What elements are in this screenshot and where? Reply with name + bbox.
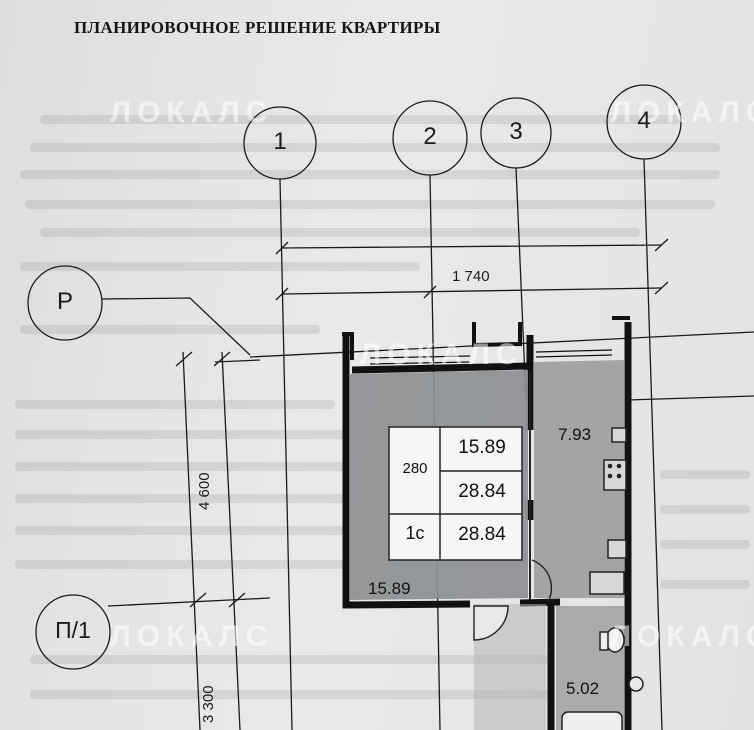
watermark: ЛОКАЛС [610, 620, 754, 653]
living-room-area: 15.89 [368, 579, 411, 598]
living-area-value: 15.89 [458, 437, 506, 458]
bathroom-area: 5.02 [566, 679, 600, 698]
watermark: ЛОКАЛС [360, 338, 524, 371]
kitchen-area: 7.93 [558, 425, 592, 444]
axis-label-p: Р [56, 288, 73, 315]
page-title: ПЛАНИРОВОЧНОЕ РЕШЕНИЕ КВАРТИРЫ [74, 18, 441, 37]
watermark: ЛОКАЛС [110, 96, 274, 129]
dimension-depth-p1: 3 300 [200, 685, 217, 723]
axis-label-3: 3 [509, 118, 523, 145]
bathtub-icon [561, 711, 623, 730]
stove-icon [603, 459, 627, 491]
axis-bubble-p1 [35, 594, 111, 670]
watermark: ЛОКАЛС [610, 96, 754, 129]
axis-label-4: 4 [637, 107, 651, 134]
dimension-depth-p: 4 600 [196, 472, 213, 510]
washbasin-icon [628, 676, 644, 692]
watermark: ЛОКАЛС [110, 620, 274, 653]
room-kitchen [534, 360, 624, 598]
dimension-width: 1 740 [452, 268, 490, 285]
apartment-type: 1с [405, 523, 425, 543]
axis-label-1: 1 [273, 128, 287, 155]
axis-label-2: 2 [423, 123, 437, 150]
area-with-balcony-value: 28.84 [458, 524, 506, 545]
axis-bubble-p [27, 265, 103, 341]
sink-icon [589, 571, 625, 595]
apartment-number: 280 [402, 460, 428, 477]
axis-label-p1: П/1 [55, 617, 91, 643]
total-area-value: 28.84 [458, 481, 506, 502]
